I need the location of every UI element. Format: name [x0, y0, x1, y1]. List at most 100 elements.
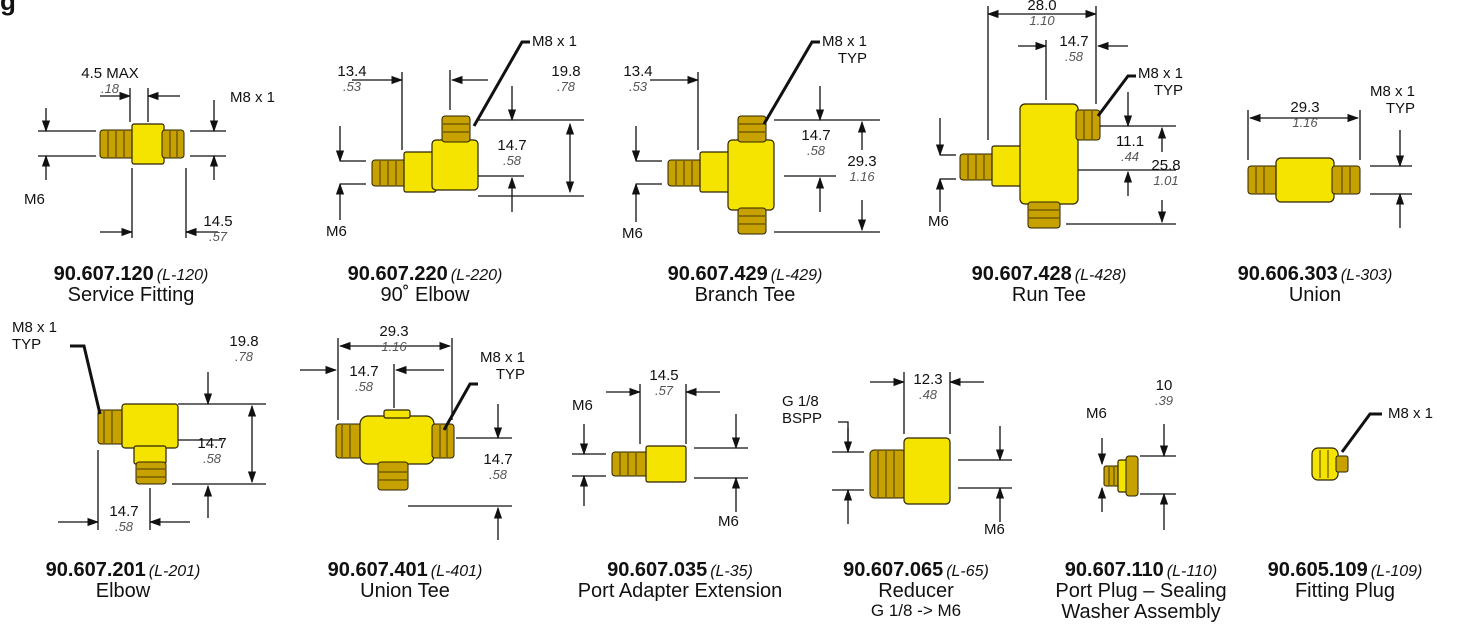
dim-120-b: 14.5.57 [196, 214, 240, 243]
part-subtitle: G 1/8 -> M6 [870, 601, 962, 620]
part-name: Service Fitting [67, 284, 195, 306]
thread-label-m8: M8 x 1 [230, 89, 276, 106]
fitting-109-drawing [1311, 412, 1382, 481]
fitting-401-drawing [300, 338, 512, 540]
dim-inch: .58 [354, 378, 374, 394]
part-caption: 90.607.065(L-65) Reducer G 1/8 -> M6 [816, 560, 1016, 620]
dim-220-b: 19.8.78 [544, 64, 588, 93]
part-name: Port Plug – Sealing [1055, 580, 1227, 602]
dim-mm: 14.7 [1059, 33, 1089, 50]
part-number: 90.607.429(L-429) [667, 263, 823, 285]
dim-mm: 14.7 [349, 363, 379, 380]
part-caption: 90.607.201(L-201) Elbow [8, 560, 238, 602]
part-caption: 90.605.109(L-109) Fitting Plug [1232, 560, 1458, 602]
dim-mm: 14.7 [109, 503, 139, 520]
part-number: 90.607.110(L-110) [1064, 559, 1218, 581]
dim-mm: 19.8 [551, 63, 581, 80]
dim-220-a: 13.4.53 [330, 64, 374, 93]
thread-label-m8-typ: M8 x 1 TYP [480, 349, 526, 383]
dim-mm: 14.5 [649, 367, 679, 384]
part-name: Elbow [95, 580, 151, 602]
dim-428-c: 11.1.44 [1110, 134, 1150, 163]
part-number: 90.607.201(L-201) [45, 559, 201, 581]
part-number: 90.607.428(L-428) [971, 263, 1127, 285]
dim-inch: .58 [502, 152, 522, 168]
part-number: 90.607.065(L-65) [843, 559, 989, 581]
dim-110-a: 10.39 [1144, 378, 1184, 407]
dim-428-b: 14.7.58 [1052, 34, 1096, 63]
dim-inch: .58 [1064, 48, 1084, 64]
thread-label-m6: M6 [928, 213, 949, 230]
dim-201-a: 19.8.78 [222, 334, 266, 363]
part-caption: 90.606.303(L-303) Union [1200, 264, 1430, 306]
dim-inch: .53 [628, 78, 648, 94]
dim-inch: 1.16 [849, 168, 875, 184]
part-caption: 90.607.401(L-401) Union Tee [290, 560, 520, 602]
thread-label-m6: M6 [326, 223, 347, 240]
dim-mm: 14.5 [203, 213, 233, 230]
dim-mm: 29.3 [847, 153, 877, 170]
dim-mm: 4.5 MAX [81, 65, 139, 82]
header-fragment: g [0, 0, 16, 16]
dim-429-a: 13.4.53 [616, 64, 660, 93]
fitting-429-drawing [631, 40, 880, 235]
dim-inch: .53 [342, 78, 362, 94]
part-caption: 90.607.110(L-110) Port Plug – Sealing Wa… [1026, 560, 1256, 623]
dim-429-b: 14.7.58 [794, 128, 838, 157]
dim-mm: 14.7 [197, 435, 227, 452]
dim-mm: 10 [1155, 377, 1173, 394]
dim-mm: 28.0 [1027, 0, 1057, 14]
dim-mm: 19.8 [229, 333, 259, 350]
dim-inch: .39 [1154, 392, 1174, 408]
thread-label-m6: M6 [622, 225, 643, 242]
dim-mm: 12.3 [913, 371, 943, 388]
dim-mm: 13.4 [623, 63, 653, 80]
part-name: Port Adapter Extension [577, 580, 783, 602]
dim-inch: 1.16 [381, 338, 407, 354]
fitting-065-drawing [832, 372, 1012, 524]
part-number: 90.605.109(L-109) [1267, 559, 1423, 581]
dim-inch: 1.10 [1029, 12, 1055, 28]
dim-mm: 14.7 [497, 137, 527, 154]
thread-label-m6: M6 [24, 191, 45, 208]
dim-mm: 25.8 [1151, 157, 1181, 174]
fitting-110-drawing [1097, 424, 1176, 530]
dim-401-b: 14.7.58 [342, 364, 386, 393]
thread-label-m8-typ: M8 x 1 TYP [1138, 65, 1184, 99]
part-number: 90.606.303(L-303) [1237, 263, 1393, 285]
thread-label-m6: M6 [718, 513, 739, 530]
dim-065-a: 12.3.48 [906, 372, 950, 401]
dim-inch: .78 [556, 78, 576, 94]
dim-inch: 1.16 [1292, 114, 1318, 130]
dim-mm: 29.3 [1290, 99, 1320, 116]
part-subtitle: Washer Assembly [1061, 601, 1221, 623]
thread-label-m6: M6 [984, 521, 1005, 538]
part-number: 90.607.220(L-220) [347, 263, 503, 285]
part-name: Union [1288, 284, 1342, 306]
part-caption: 90.607.220(L-220) 90˚ Elbow [310, 264, 540, 306]
dim-mm: 14.7 [483, 451, 513, 468]
dim-401-c: 14.7.58 [476, 452, 520, 481]
part-number: 90.607.401(L-401) [327, 559, 483, 581]
part-caption: 90.607.429(L-429) Branch Tee [630, 264, 860, 306]
dim-inch: .57 [208, 228, 228, 244]
thread-label-g18-bspp: G 1/8 BSPP [782, 393, 823, 427]
dim-mm: 11.1 [1115, 133, 1145, 150]
part-name: 90˚ Elbow [380, 284, 470, 306]
dim-mm: 29.3 [379, 323, 409, 340]
fitting-303-drawing [1247, 110, 1412, 228]
dim-201-b: 14.7.58 [190, 436, 234, 465]
thread-label-m6: M6 [1086, 405, 1107, 422]
dim-inch: .58 [806, 142, 826, 158]
dim-220-c: 14.7.58 [490, 138, 534, 167]
part-name: Union Tee [360, 580, 450, 602]
dim-201-c: 14.7.58 [102, 504, 146, 533]
thread-label-m8-typ: M8 x 1 TYP [12, 319, 58, 353]
dim-inch: .78 [234, 348, 254, 364]
fitting-428-drawing [935, 6, 1176, 229]
